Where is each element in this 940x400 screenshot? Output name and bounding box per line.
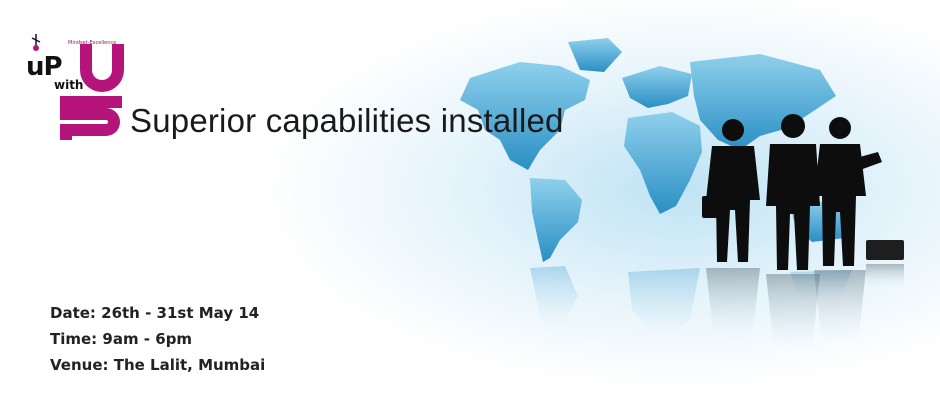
continent-greenland [568, 38, 622, 72]
continent-north-america [460, 62, 590, 170]
continent-south-america [530, 178, 582, 262]
device-block [866, 240, 904, 260]
logo-with-text: with [54, 78, 84, 92]
headline: Superior capabilities installed [130, 102, 564, 139]
event-venue: Venue: The Lalit, Mumbai [50, 356, 266, 374]
businessman-silhouette-3 [814, 117, 882, 266]
logo-mark [31, 34, 124, 140]
logo-tagline: Mindset-Excellence [68, 40, 117, 46]
continent-europe [622, 66, 692, 108]
event-date: Date: 26th - 31st May 14 [50, 304, 260, 322]
continent-africa [624, 112, 702, 214]
event-details: Date: 26th - 31st May 14 Time: 9am - 6pm… [50, 300, 265, 378]
businessman-silhouette-1 [702, 119, 760, 262]
continent-asia [690, 54, 836, 150]
businessman-silhouette-2 [766, 114, 820, 270]
event-time: Time: 9am - 6pm [50, 330, 193, 348]
logo-up-text: uP [26, 52, 63, 82]
